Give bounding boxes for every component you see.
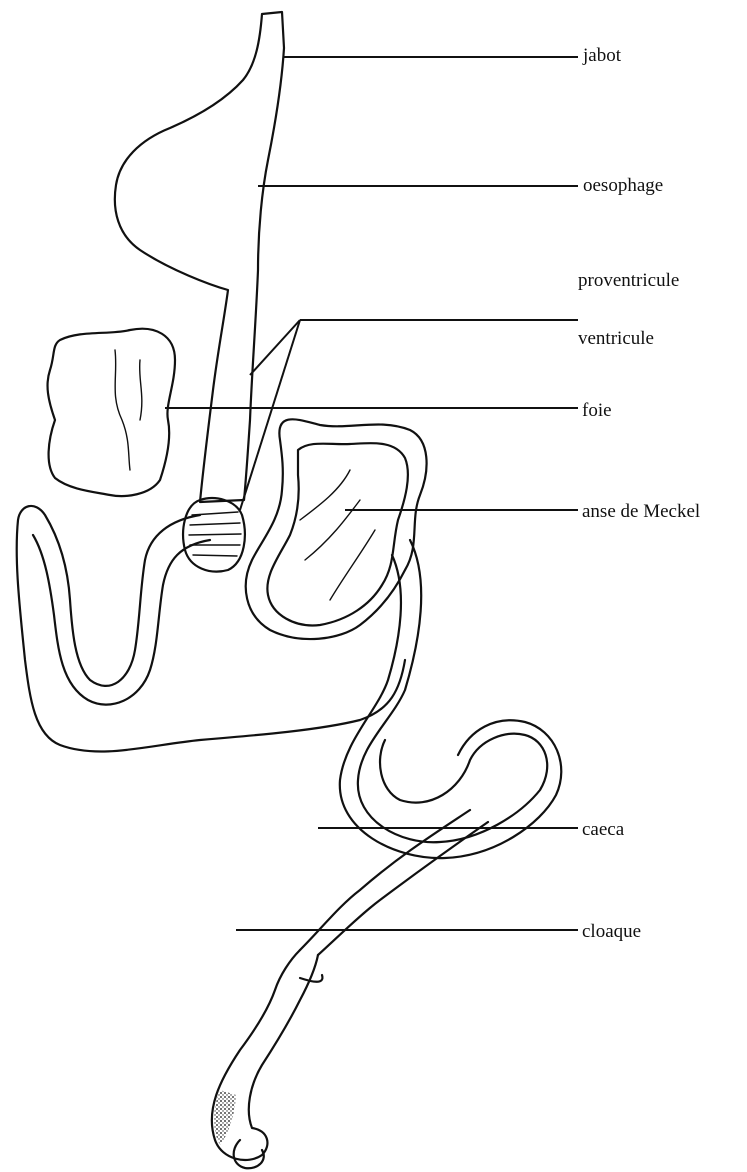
duodenal-loop xyxy=(17,506,405,752)
label-foie: foie xyxy=(582,401,612,420)
oesophage-structure xyxy=(115,12,284,502)
leader-ventricule-b xyxy=(240,320,300,510)
label-ventricule: ventricule xyxy=(578,329,654,348)
label-caeca: caeca xyxy=(582,820,624,839)
intestine-coil xyxy=(300,540,561,955)
caeca-cloaque-structure xyxy=(212,950,323,1168)
leader-lines xyxy=(165,57,578,930)
label-cloaque: cloaque xyxy=(582,922,641,941)
label-jabot: jabot xyxy=(583,46,621,65)
label-proventricule: proventricule xyxy=(578,271,679,290)
label-oesophage: oesophage xyxy=(583,176,663,195)
foie-structure xyxy=(48,329,175,496)
leader-ventricule-a xyxy=(250,320,300,375)
ventricule-structure xyxy=(183,498,245,571)
anse-meckel-structure xyxy=(246,419,427,639)
label-anse-de-meckel: anse de Meckel xyxy=(582,502,700,521)
